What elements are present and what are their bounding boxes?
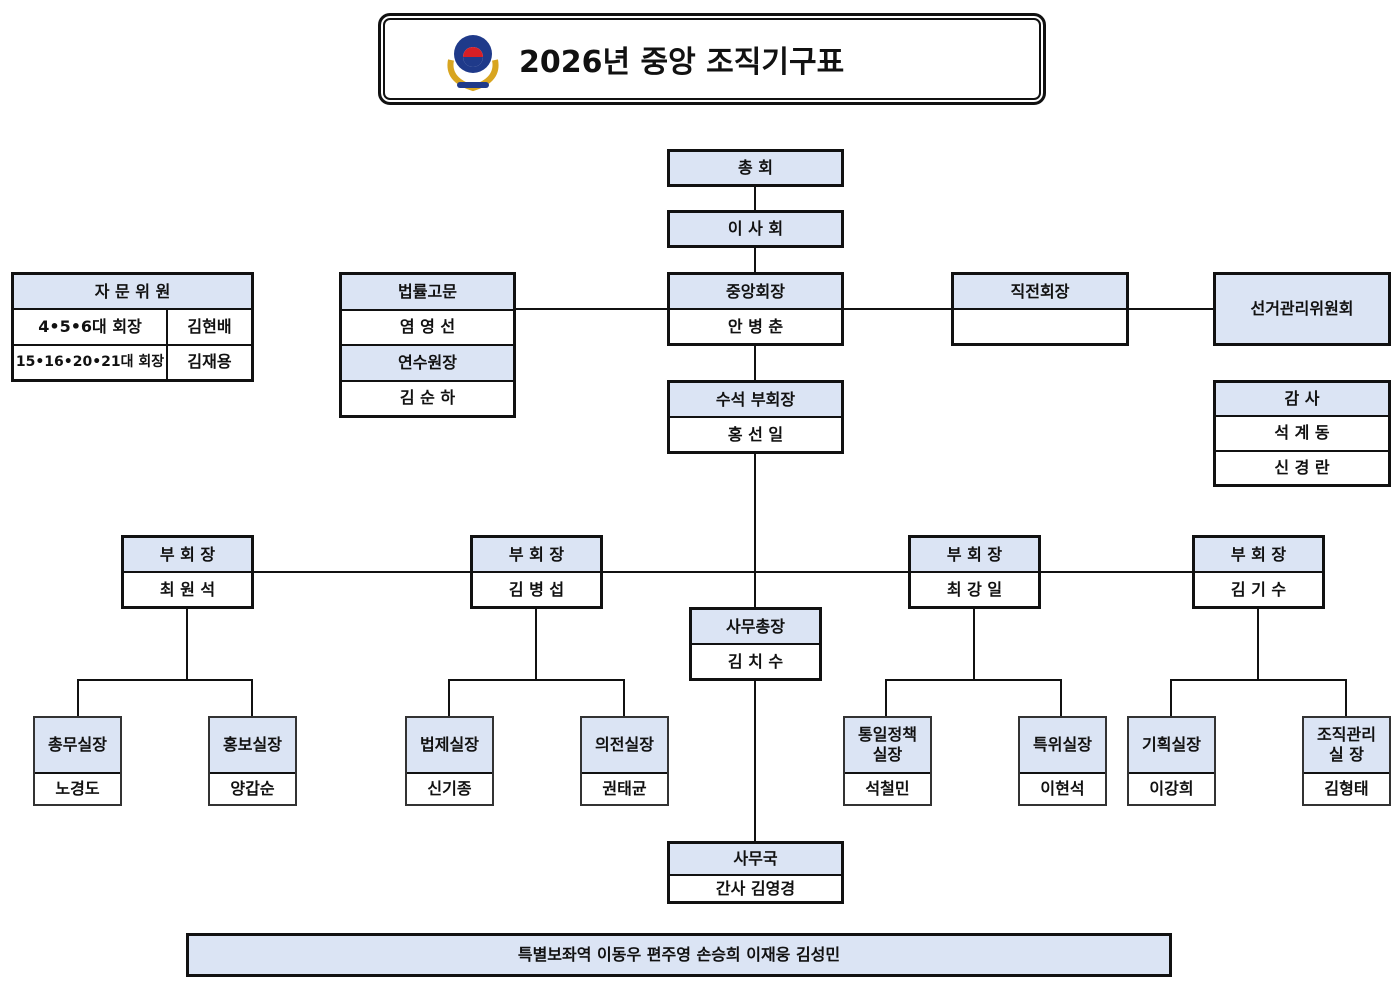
org-box-former-president: 직전회장 <box>951 272 1129 346</box>
member-name: 최 강 일 <box>911 571 1038 606</box>
member-name: 석 계 동 <box>1216 415 1388 449</box>
org-box-special: 특별보좌역 이동우 편주영 손승희 이재웅 김성민 <box>186 933 1172 977</box>
position-title: 부 회 장 <box>124 538 251 571</box>
member-name: 안 병 춘 <box>670 308 841 343</box>
chart-title: 2026년 중앙 조직기구표 <box>519 45 845 80</box>
position-title: 직전회장 <box>954 275 1126 308</box>
member-name: 신 경 란 <box>1216 449 1388 484</box>
member-name: 양갑순 <box>210 772 295 804</box>
member-name: 권태균 <box>582 772 667 804</box>
position-title: 이 사 회 <box>670 213 841 245</box>
position-title: 연수원장 <box>342 344 513 380</box>
advisors-header: 자 문 위 원 <box>14 275 251 309</box>
position-title: 홍보실장 <box>210 718 295 772</box>
member-name: 신기종 <box>407 772 492 804</box>
position-title: 부 회 장 <box>911 538 1038 571</box>
position-title: 수석 부회장 <box>670 383 841 416</box>
advisor-title: 15•16•20•21대 회장 <box>15 353 165 370</box>
advisor-name: 김재용 <box>166 345 251 379</box>
position-title: 감 사 <box>1216 383 1388 416</box>
member-name: 김 순 하 <box>342 379 513 416</box>
position-title: 총 회 <box>670 152 841 184</box>
member-name: 최 원 석 <box>124 571 251 606</box>
position-title: 특별보좌역 이동우 편주영 손승희 이재웅 김성민 <box>189 936 1169 974</box>
position-title: 총무실장 <box>35 718 120 772</box>
advisor-name: 김현배 <box>166 310 251 344</box>
member-name: 김 치 수 <box>692 643 819 678</box>
member-name: 홍 선 일 <box>670 416 841 451</box>
member-name: 석철민 <box>845 772 930 804</box>
position-title: 부 회 장 <box>1195 538 1322 571</box>
member-name: 간사 김영경 <box>670 874 841 901</box>
position-title: 기획실장 <box>1129 718 1214 772</box>
position-title: 특위실장 <box>1020 718 1105 772</box>
advisor-title: 4•5•6대 회장 <box>38 316 142 336</box>
member-name: 김 기 수 <box>1195 571 1322 606</box>
position-title: 중앙회장 <box>670 275 841 308</box>
position-title: 통일정책 실장 <box>845 718 930 772</box>
member-name: 염 영 선 <box>342 308 513 345</box>
position-title: 의전실장 <box>582 718 667 772</box>
position-title: 선거관리위원회 <box>1216 275 1388 343</box>
org-box-board: 이 사 회 <box>667 210 844 248</box>
position-title: 사무총장 <box>692 610 819 643</box>
position-title: 부 회 장 <box>473 538 600 571</box>
member-name: 이강희 <box>1129 772 1214 804</box>
association-emblem-icon <box>447 35 499 92</box>
member-name: 이현석 <box>1020 772 1105 804</box>
org-box-general-assembly: 총 회 <box>667 149 844 187</box>
title-banner: 2026년 중앙 조직기구표 <box>378 13 1046 105</box>
member-name: 김형태 <box>1304 772 1389 804</box>
org-box-election: 선거관리위원회 <box>1213 272 1391 346</box>
member-name: 김 병 섭 <box>473 571 600 606</box>
position-title: 법률고문 <box>342 275 513 309</box>
position-title: 사무국 <box>670 844 841 874</box>
position-title: 법제실장 <box>407 718 492 772</box>
member-name: 노경도 <box>35 772 120 804</box>
position-title: 조직관리 실 장 <box>1304 718 1389 772</box>
member-name <box>954 308 1126 343</box>
